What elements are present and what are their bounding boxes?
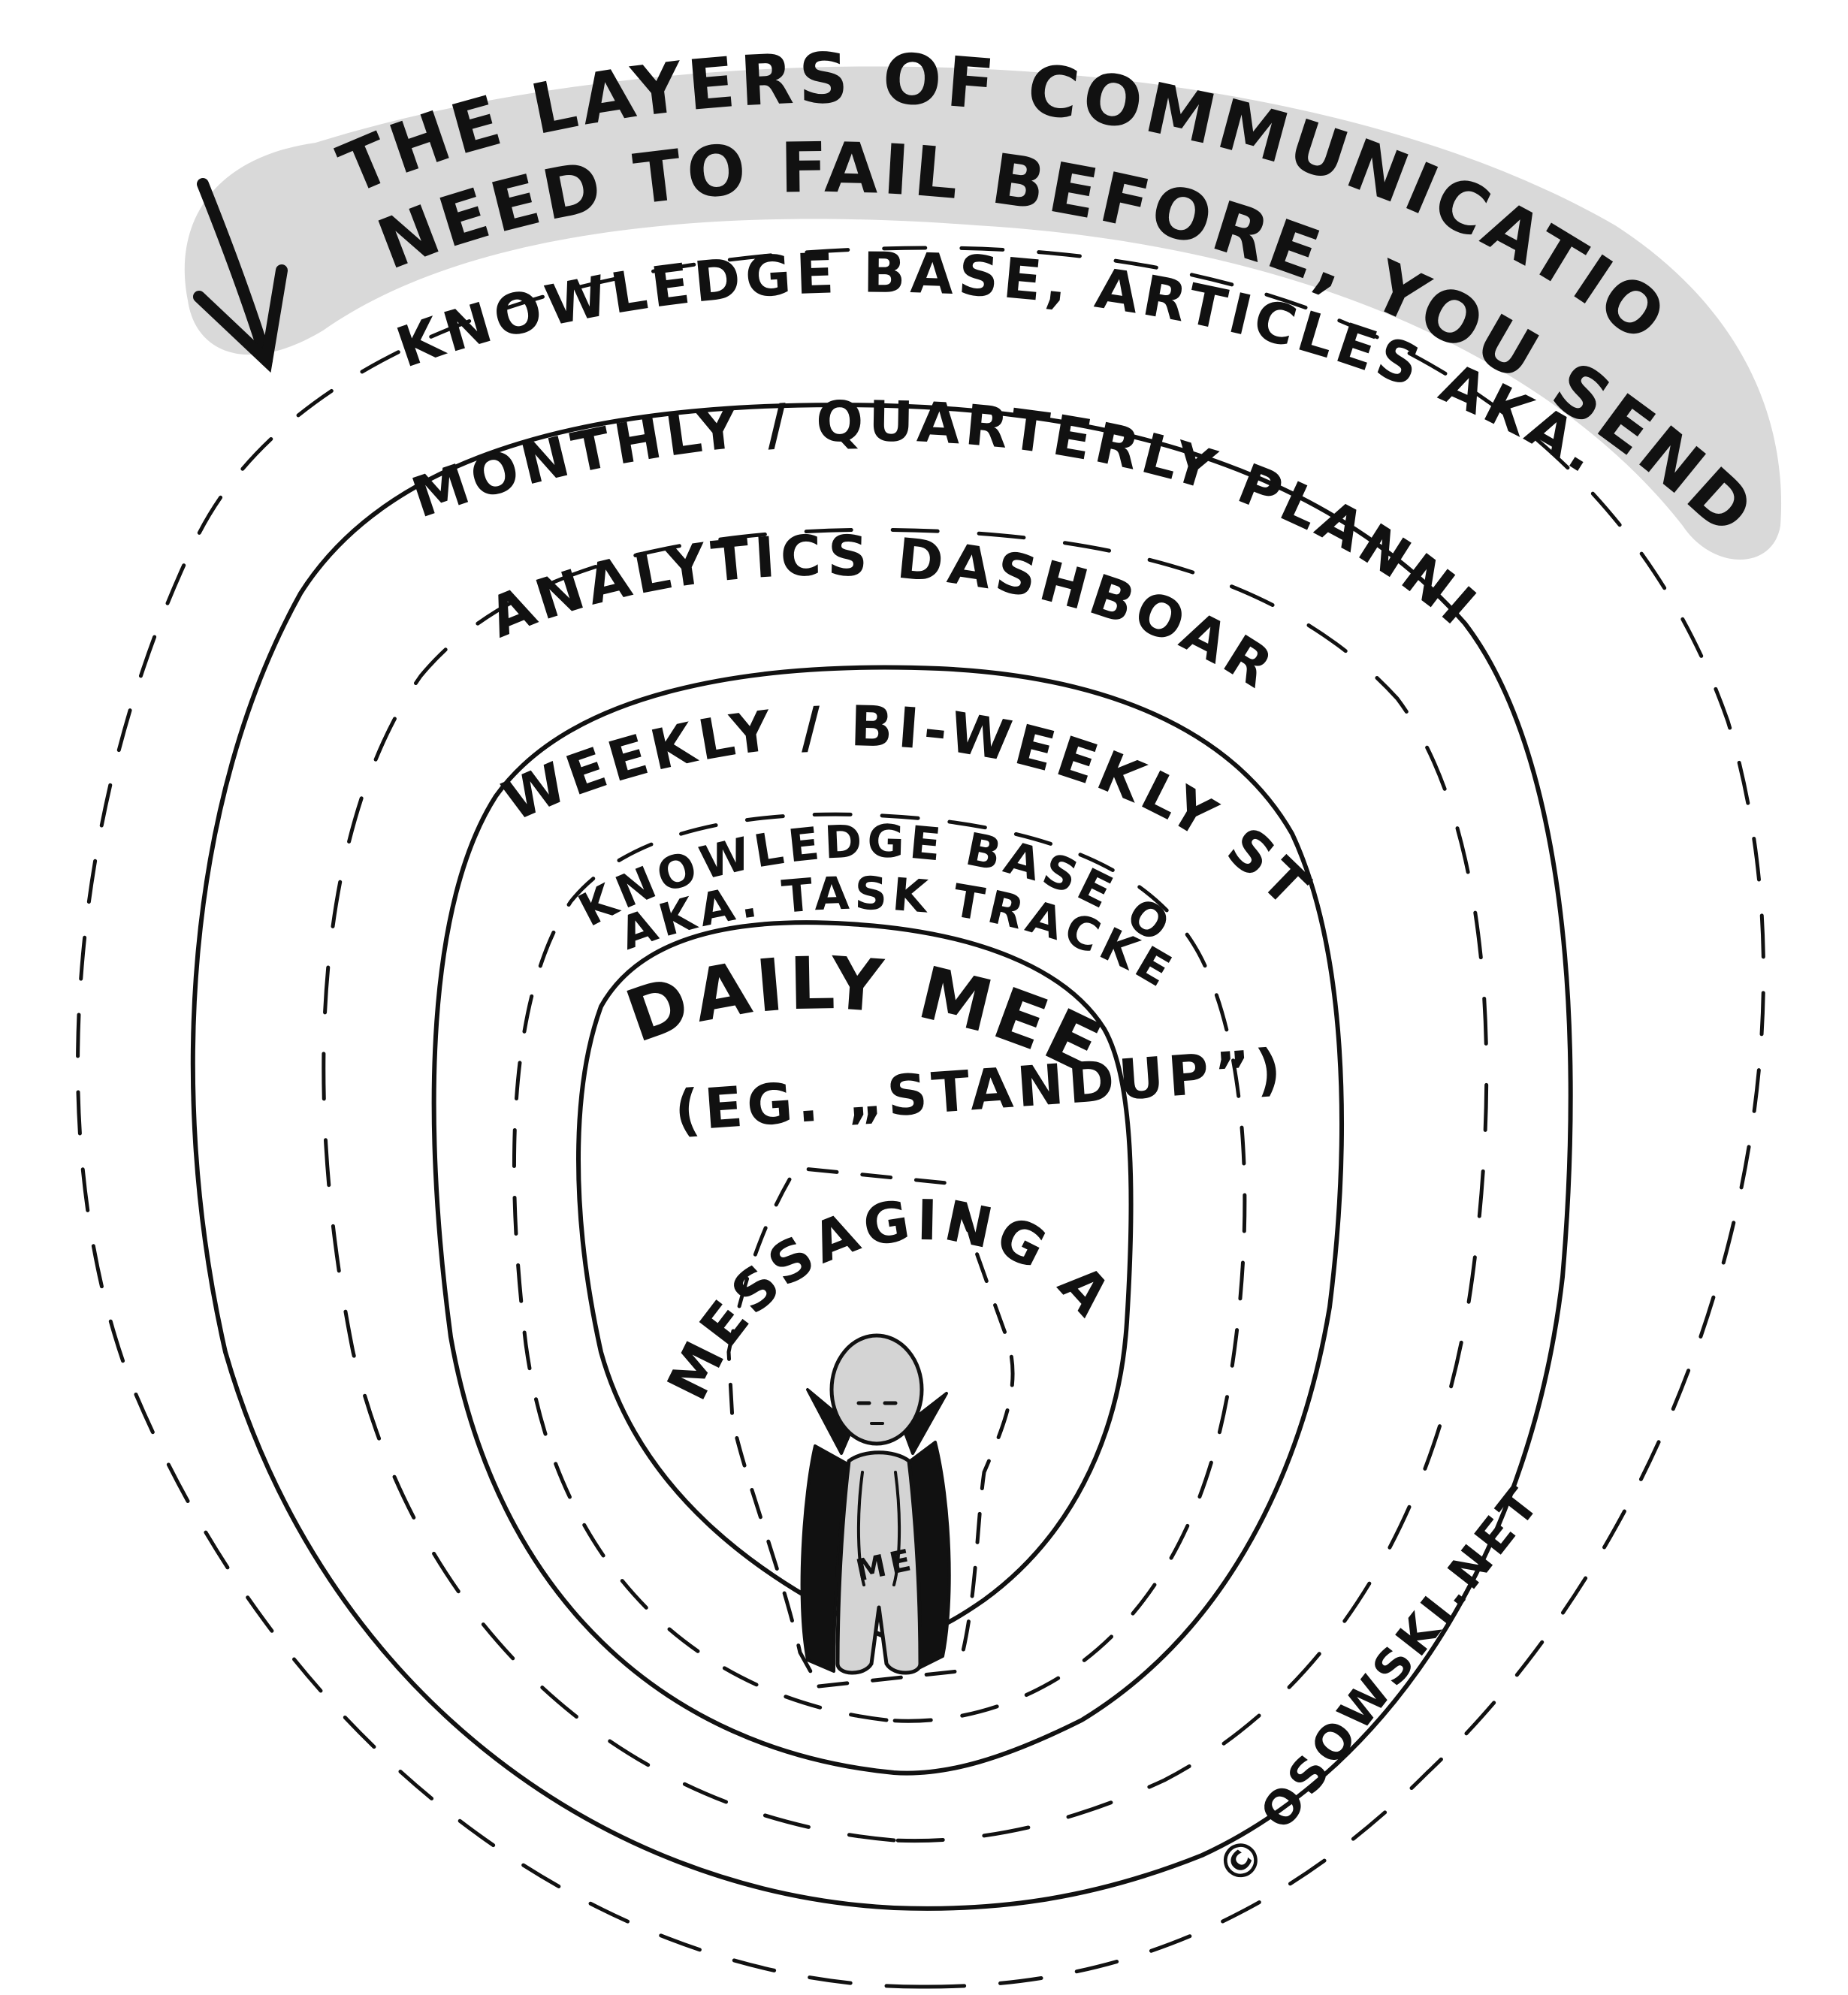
down-arrow-icon — [193, 178, 288, 373]
title-highlight — [184, 66, 1782, 560]
layer-label-daily-meetings-line2: (EG. „STANDUP”) — [672, 1037, 1287, 1144]
layer-ring-task-trackers — [512, 812, 1247, 1723]
layer-ring-dashboards — [322, 527, 1489, 1843]
layer-ring-planning — [190, 403, 1573, 1911]
layer-ring-statuses — [431, 665, 1344, 1776]
layer-ring-messaging — [726, 1166, 1015, 1689]
layer-ring-docs — [76, 246, 1765, 1989]
person-in-cape-icon — [800, 1333, 951, 1675]
credit-text: © OSOWSKI.NET — [1205, 1474, 1551, 1896]
layer-ring-daily-meetings — [576, 920, 1134, 1640]
